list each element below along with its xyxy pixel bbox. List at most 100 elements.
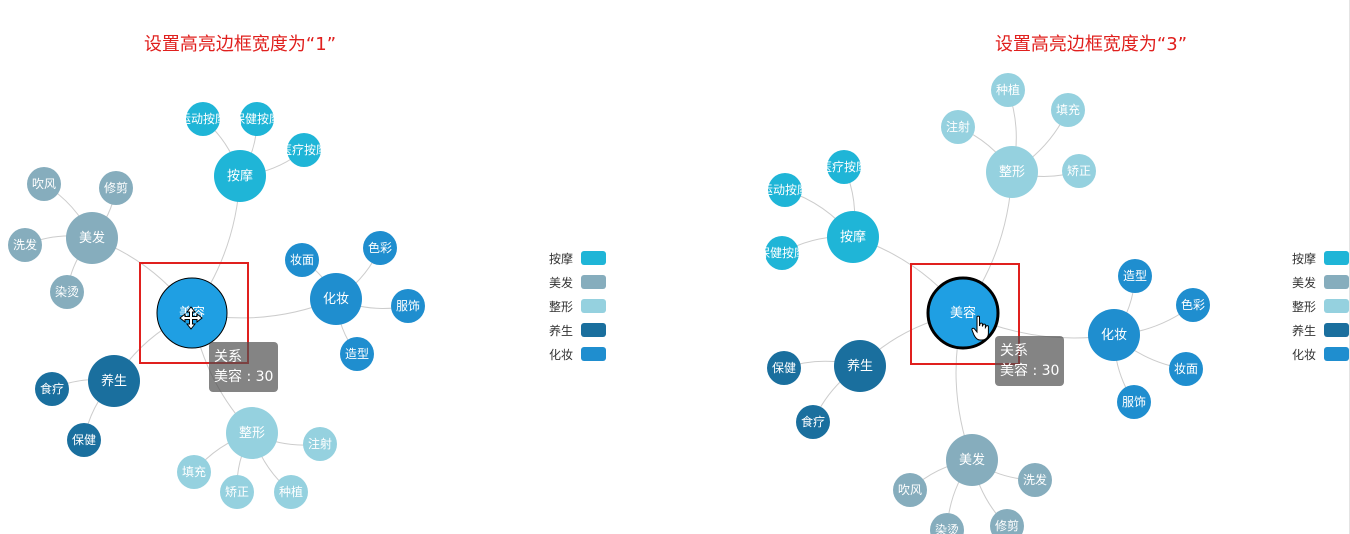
graph-node[interactable]: 造型 xyxy=(1118,259,1152,293)
graph-node[interactable]: 妆面 xyxy=(1169,352,1203,386)
node-circle[interactable] xyxy=(768,173,802,207)
graph-node[interactable]: 运动按摩 xyxy=(179,102,227,136)
node-circle[interactable] xyxy=(220,475,254,509)
node-circle[interactable] xyxy=(1018,463,1052,497)
node-circle[interactable] xyxy=(1062,154,1096,188)
graph-node[interactable]: 运动按摩 xyxy=(761,173,809,207)
graph-node[interactable]: 妆面 xyxy=(285,243,319,277)
legend-item[interactable]: 按摩 xyxy=(1292,246,1349,270)
node-circle[interactable] xyxy=(991,73,1025,107)
node-circle[interactable] xyxy=(27,167,61,201)
node-circle[interactable] xyxy=(827,211,879,263)
node-circle[interactable] xyxy=(66,212,118,264)
legend-item[interactable]: 整形 xyxy=(549,294,606,318)
node-circle[interactable] xyxy=(67,423,101,457)
node-circle[interactable] xyxy=(1118,259,1152,293)
node-circle[interactable] xyxy=(99,171,133,205)
node-circle[interactable] xyxy=(834,340,886,392)
legend-item[interactable]: 美发 xyxy=(1292,270,1349,294)
node-circle[interactable] xyxy=(35,372,69,406)
node-circle[interactable] xyxy=(796,405,830,439)
node-circle[interactable] xyxy=(1088,309,1140,361)
node-circle[interactable] xyxy=(941,110,975,144)
graph-node[interactable]: 种植 xyxy=(274,475,308,509)
graph-node[interactable]: 医疗按摩 xyxy=(820,150,868,184)
node-circle[interactable] xyxy=(1051,93,1085,127)
node-circle[interactable] xyxy=(990,509,1024,534)
graph-node[interactable]: 按摩 xyxy=(214,150,266,202)
graph-node[interactable]: 化妆 xyxy=(1088,309,1140,361)
legend-item[interactable]: 按摩 xyxy=(549,246,606,270)
graph-node[interactable]: 保健 xyxy=(67,423,101,457)
legend-item[interactable]: 化妆 xyxy=(549,342,606,366)
node-circle[interactable] xyxy=(88,355,140,407)
graph-node[interactable]: 整形 xyxy=(986,146,1038,198)
node-circle[interactable] xyxy=(177,455,211,489)
node-circle[interactable] xyxy=(226,407,278,459)
legend-item[interactable]: 化妆 xyxy=(1292,342,1349,366)
node-circle[interactable] xyxy=(946,434,998,486)
legend-item[interactable]: 美发 xyxy=(549,270,606,294)
graph-node[interactable]: 洗发 xyxy=(1018,463,1052,497)
legend-item[interactable]: 养生 xyxy=(549,318,606,342)
node-circle[interactable] xyxy=(8,228,42,262)
graph-node[interactable]: 保健按摩 xyxy=(233,102,281,136)
graph-node[interactable]: 染烫 xyxy=(50,275,84,309)
node-circle[interactable] xyxy=(340,337,374,371)
graph-node[interactable]: 填充 xyxy=(177,455,211,489)
graph-node[interactable]: 注射 xyxy=(941,110,975,144)
graph-node[interactable]: 按摩 xyxy=(827,211,879,263)
graph-node[interactable]: 食疗 xyxy=(35,372,69,406)
node-circle[interactable] xyxy=(1117,385,1151,419)
graph-node[interactable]: 美发 xyxy=(946,434,998,486)
graph-node[interactable]: 服饰 xyxy=(391,289,425,323)
graph-node[interactable]: 种植 xyxy=(991,73,1025,107)
graph-node[interactable]: 造型 xyxy=(340,337,374,371)
graph-node[interactable]: 美发 xyxy=(66,212,118,264)
graph-node[interactable]: 填充 xyxy=(1051,93,1085,127)
graph-node[interactable]: 矫正 xyxy=(220,475,254,509)
graph-node[interactable]: 养生 xyxy=(834,340,886,392)
graph-node[interactable]: 注射 xyxy=(303,427,337,461)
graph-node[interactable]: 染烫 xyxy=(930,513,964,534)
graph-node[interactable]: 吹风 xyxy=(27,167,61,201)
graph-node[interactable]: 修剪 xyxy=(990,509,1024,534)
graph-node[interactable]: 矫正 xyxy=(1062,154,1096,188)
graph-node[interactable]: 吹风 xyxy=(893,473,927,507)
force-graph[interactable]: 运动按摩保健按摩医疗按摩吹风 修剪洗发染烫 妆面 色彩服饰造型食疗保健 注射填充矫正种植… xyxy=(0,0,675,534)
node-circle[interactable] xyxy=(893,473,927,507)
node-circle[interactable] xyxy=(391,289,425,323)
node-circle[interactable] xyxy=(767,351,801,385)
legend-item[interactable]: 整形 xyxy=(1292,294,1349,318)
graph-node[interactable]: 养生 xyxy=(88,355,140,407)
graph-node[interactable]: 化妆 xyxy=(310,273,362,325)
graph-node[interactable]: 整形 xyxy=(226,407,278,459)
node-circle[interactable] xyxy=(274,475,308,509)
graph-node[interactable]: 服饰 xyxy=(1117,385,1151,419)
node-circle[interactable] xyxy=(50,275,84,309)
node-circle[interactable] xyxy=(186,102,220,136)
graph-node[interactable]: 洗发 xyxy=(8,228,42,262)
graph-node[interactable]: 修剪 xyxy=(99,171,133,205)
graph-node[interactable]: 保健按摩 xyxy=(758,236,806,270)
node-circle[interactable] xyxy=(930,513,964,534)
legend-item[interactable]: 养生 xyxy=(1292,318,1349,342)
node-circle[interactable] xyxy=(285,243,319,277)
graph-node[interactable]: 保健 xyxy=(767,351,801,385)
node-circle[interactable] xyxy=(986,146,1038,198)
graph-node[interactable]: 医疗按摩 xyxy=(280,133,328,167)
node-circle[interactable] xyxy=(287,133,321,167)
node-circle[interactable] xyxy=(363,231,397,265)
node-circle[interactable] xyxy=(1176,288,1210,322)
node-circle[interactable] xyxy=(310,273,362,325)
node-circle[interactable] xyxy=(240,102,274,136)
node-circle[interactable] xyxy=(765,236,799,270)
graph-node[interactable]: 食疗 xyxy=(796,405,830,439)
node-circle[interactable] xyxy=(827,150,861,184)
node-circle[interactable] xyxy=(303,427,337,461)
node-circle[interactable] xyxy=(214,150,266,202)
graph-node[interactable]: 色彩 xyxy=(363,231,397,265)
graph-node[interactable]: 色彩 xyxy=(1176,288,1210,322)
node-circle[interactable] xyxy=(1169,352,1203,386)
